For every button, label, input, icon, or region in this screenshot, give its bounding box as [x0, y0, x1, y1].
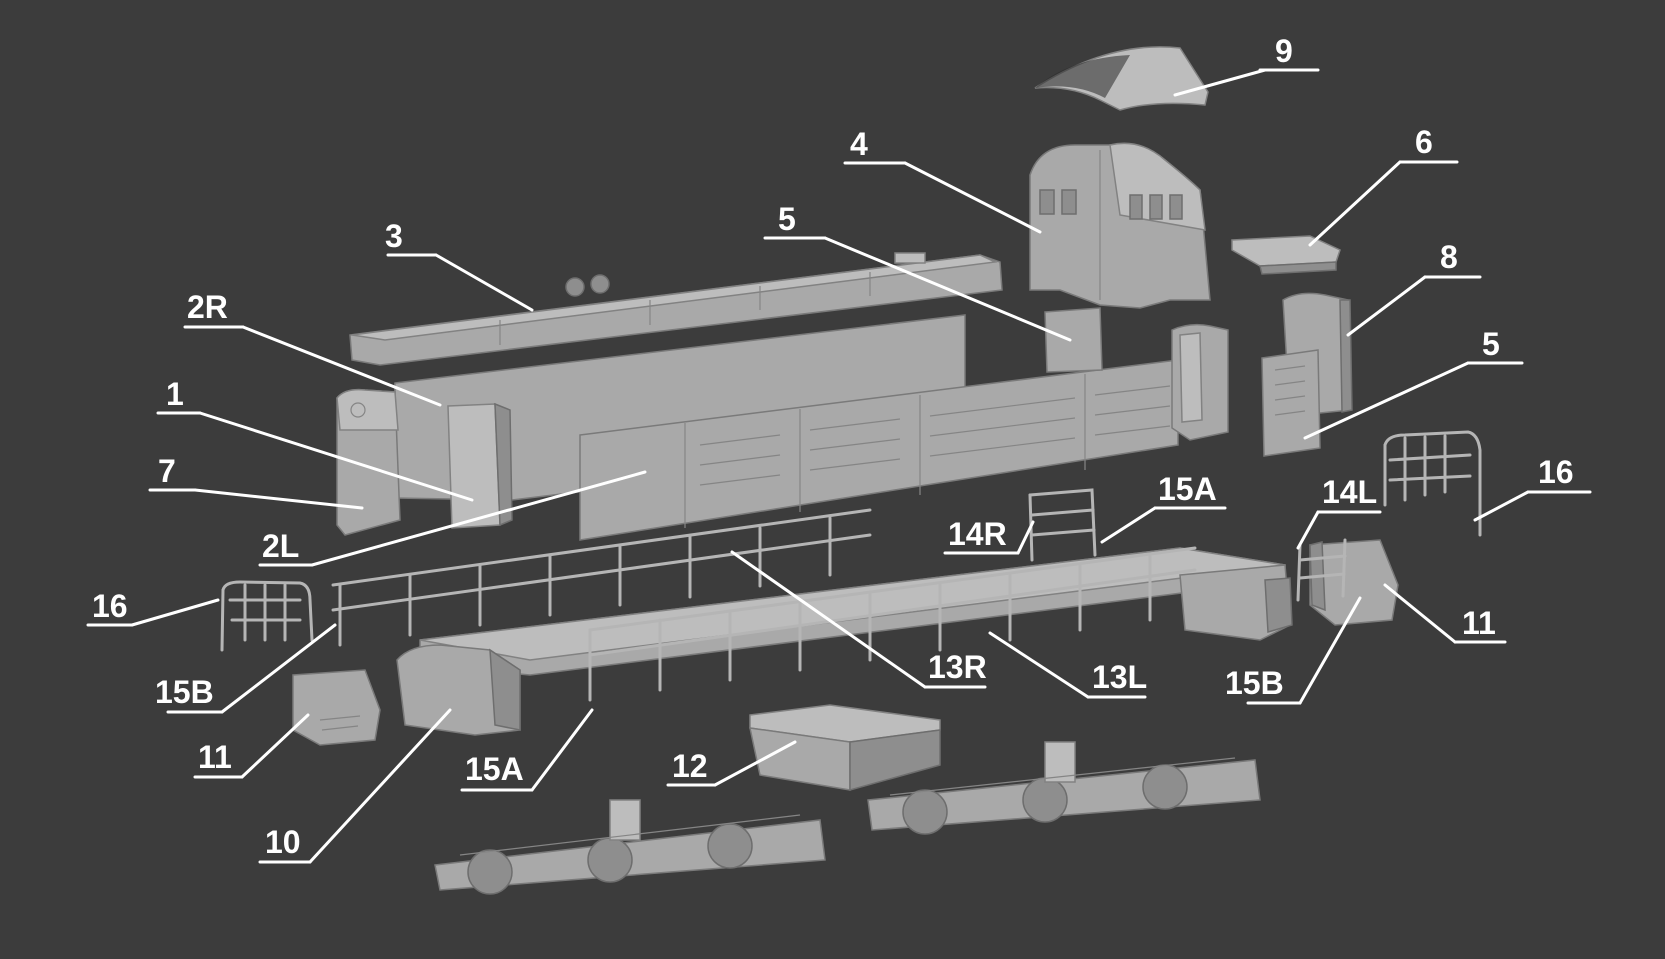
part-16-end-rail-left	[220, 580, 314, 652]
label-11-left: 11	[198, 739, 232, 775]
label-8: 8	[1440, 239, 1458, 275]
part-1-end-plate	[447, 402, 513, 529]
label-2R: 2R	[187, 289, 228, 325]
label-15A-upper: 15A	[1158, 471, 1217, 507]
part-truck-right	[867, 741, 1261, 835]
label-9: 9	[1275, 33, 1293, 69]
leader-lines	[86, 68, 1592, 864]
label-15B-left: 15B	[155, 674, 214, 710]
part-rear-hood-segment	[1171, 323, 1229, 441]
part-12-fuel-tank	[749, 704, 941, 791]
part-truck-left	[434, 799, 826, 895]
label-15A-lower: 15A	[465, 751, 524, 787]
part-10-front-pilot	[396, 644, 521, 736]
part-11-pilot-end-right	[1309, 539, 1399, 626]
part-9-cab-roof	[1034, 46, 1209, 111]
label-3: 3	[385, 218, 403, 254]
part-2L-side-panel	[579, 359, 1179, 541]
label-5-lower: 5	[1482, 326, 1500, 362]
part-4-cab	[1029, 142, 1211, 309]
label-2L: 2L	[262, 528, 299, 564]
part-14R-ladder	[1028, 488, 1097, 562]
part-5-panel-upper	[1044, 307, 1103, 373]
label-12: 12	[672, 748, 708, 784]
part-6-roof-piece	[1231, 235, 1341, 275]
label-1: 1	[166, 376, 184, 412]
label-11-right: 11	[1462, 605, 1496, 641]
label-15B-right: 15B	[1225, 665, 1284, 701]
label-16-right: 16	[1538, 454, 1574, 490]
label-5-upper: 5	[778, 201, 796, 237]
part-11-pilot-end-left	[292, 669, 381, 746]
part-16-end-rail-right	[1383, 430, 1482, 537]
part-labels: 9 4 6 5 3 8 2R 5 1 7 2L 15A 14R 14L 16 1…	[92, 33, 1574, 860]
label-13R: 13R	[928, 649, 987, 685]
part-frame-rear-pilot	[1179, 564, 1293, 641]
label-10: 10	[265, 824, 301, 860]
label-14R: 14R	[948, 516, 1007, 552]
part-7-hood-end	[336, 388, 401, 536]
label-6: 6	[1415, 124, 1433, 160]
part-13R-handrail	[331, 508, 872, 647]
label-13L: 13L	[1092, 659, 1147, 695]
part-14L-ladder	[1296, 538, 1347, 602]
label-4: 4	[850, 126, 868, 162]
label-14L: 14L	[1322, 474, 1377, 510]
label-16-left: 16	[92, 588, 128, 624]
part-3-long-hood-top	[349, 252, 1003, 366]
label-7: 7	[158, 453, 176, 489]
part-5-panel-lower	[1261, 349, 1321, 457]
